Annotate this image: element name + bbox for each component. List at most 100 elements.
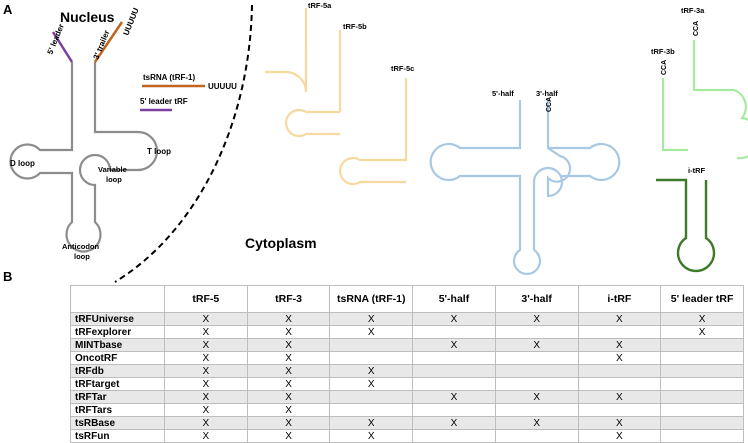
table-cell: X [164, 325, 248, 339]
database-table-container: tRF-5 tRF-3 tsRNA (tRF-1) 5'-half 3'-hal… [70, 285, 744, 443]
column-header: tRF-5 [164, 285, 248, 313]
table-cell [494, 351, 579, 365]
table-cell [660, 416, 744, 430]
leader-segment [51, 31, 74, 63]
precursor-trna [9, 21, 159, 253]
trailer-label: 3' trailer [92, 29, 112, 61]
table-cell: X [412, 416, 496, 430]
column-header: 3'-half [494, 285, 579, 313]
trf-5a-strand [265, 52, 308, 93]
table-cell: X [246, 377, 331, 391]
nucleus-label: Nucleus [60, 9, 115, 25]
table-cell [494, 377, 579, 391]
table-cell [412, 325, 496, 339]
nuclear-membrane-line [114, 4, 253, 283]
table-cell [329, 390, 414, 404]
anticodon-arm [65, 210, 102, 253]
table-cell: X [246, 351, 331, 365]
trna-halves [429, 98, 621, 275]
trf-3b-label: tRF-3b [651, 47, 675, 56]
table-header-row: tRF-5 tRF-3 tsRNA (tRF-1) 5'-half 3'-hal… [70, 285, 744, 313]
three-prime-t-arm [548, 142, 621, 182]
table-cell: X [246, 429, 331, 443]
trf-3a-label: tRF-3a [681, 6, 705, 15]
table-cell: X [577, 416, 662, 430]
table-cell [412, 364, 496, 378]
table-cell: X [246, 312, 331, 326]
table-cell: X [164, 351, 248, 365]
table-cell: X [329, 429, 414, 443]
row-database-name: tRFdb [70, 364, 165, 378]
table-cell [412, 429, 496, 443]
table-cell [577, 325, 662, 339]
row-database-name: OncotRF [70, 351, 165, 365]
table-cell: X [164, 377, 248, 391]
row-database-name: tRFTar [70, 390, 165, 404]
cytoplasm-label: Cytoplasm [245, 235, 317, 251]
tsrna-tail-label: UUUUU [208, 82, 237, 91]
tsrna-label: tsRNA (tRF-1) [143, 73, 195, 82]
row-database-name: tsRBase [70, 416, 165, 430]
row-database-name: tRFtarget [70, 377, 165, 391]
trf-5-fragments [265, 8, 408, 186]
table-cell [412, 403, 496, 417]
table-cell: X [164, 403, 248, 417]
table-cell: X [164, 312, 248, 326]
leader-label: 5' leader [46, 23, 66, 56]
table-cell: X [164, 416, 248, 430]
table-cell [660, 377, 744, 391]
header-corner [70, 285, 165, 313]
trailer-segment [93, 21, 124, 63]
column-header: tsRNA (tRF-1) [329, 285, 414, 313]
table-cell: X [329, 312, 414, 326]
column-header: i-tRF [577, 285, 662, 313]
trf-5a-label: tRF-5a [308, 1, 332, 10]
table-cell: X [329, 325, 414, 339]
table-cell [577, 377, 662, 391]
five-prime-half [429, 100, 542, 275]
table-cell: X [246, 364, 331, 378]
trf-5c-strand [339, 78, 408, 186]
table-cell: X [660, 312, 744, 326]
table-cell: X [494, 390, 579, 404]
table-cell: X [412, 390, 496, 404]
table-cell: X [412, 338, 496, 352]
trf-5b-strand [285, 30, 342, 138]
table-cell: X [494, 416, 579, 430]
table-cell [660, 429, 744, 443]
t-loop-label: T loop [147, 147, 171, 156]
table-cell [329, 338, 414, 352]
column-header: 5'-half [412, 285, 496, 313]
panel-a-letter: A [3, 2, 13, 17]
table-cell [494, 429, 579, 443]
trf-3a-strand [692, 40, 748, 160]
table-cell [660, 351, 744, 365]
table-cell: X [577, 338, 662, 352]
table-cell: X [577, 351, 662, 365]
row-database-name: tsRFun [70, 429, 165, 443]
table-cell: X [246, 390, 331, 404]
row-database-name: tRFUniverse [70, 312, 165, 326]
table-cell [660, 364, 744, 378]
table-cell [412, 377, 496, 391]
row-database-name: tRFexplorer [70, 325, 165, 339]
table-cell: X [246, 325, 331, 339]
table-cell: X [164, 364, 248, 378]
three-prime-half-label: 3'-half [536, 89, 558, 98]
trf-3-fragments [661, 40, 748, 160]
table-cell: X [577, 429, 662, 443]
table-cell: X [164, 429, 248, 443]
three-prime-half [532, 98, 572, 250]
